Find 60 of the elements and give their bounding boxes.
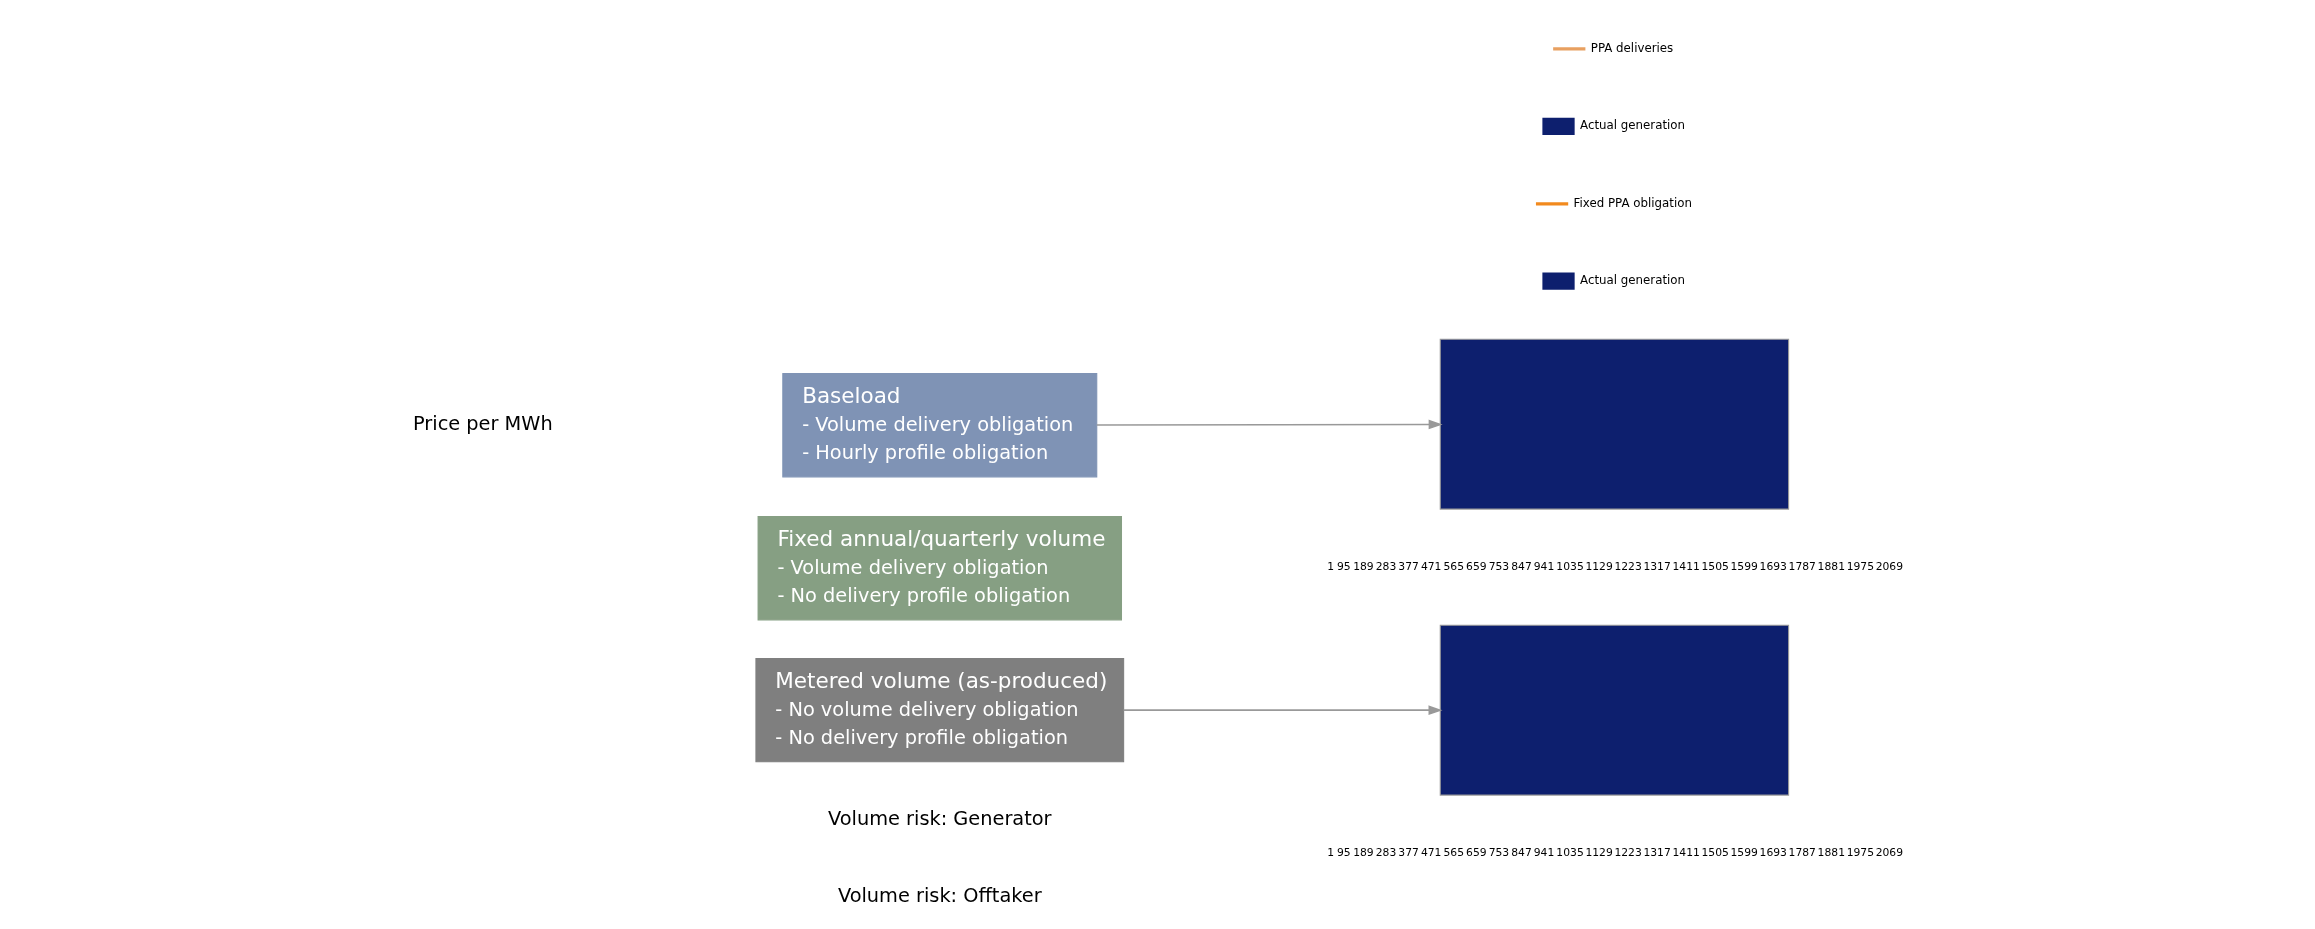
node-label: 2069 <box>1875 846 1904 860</box>
node-label: 1693 <box>1759 560 1787 574</box>
node-label: 283 <box>1375 846 1397 860</box>
node-label: 659 <box>1466 560 1487 574</box>
legend-label: Actual generation <box>1580 273 1686 288</box>
label: Price per MWh <box>413 411 553 435</box>
node-label: 1505 <box>1701 846 1729 860</box>
label: Volume risk: Offtaker <box>837 883 1042 907</box>
node-box: Fixed annual/quarterly volume - Volume delivery obligation - No delivery profile obligation <box>757 516 1122 621</box>
node-label: 1035 <box>1556 560 1584 574</box>
node-label: 95 <box>1337 560 1351 574</box>
node-box: Metered volume (as-produced) - No volume delivery obligation - No delivery profile obligation <box>755 658 1125 763</box>
node-box <box>1439 338 1790 510</box>
node-label: 1129 <box>1585 560 1613 574</box>
node-label: 1317 <box>1643 846 1671 860</box>
legend-label: Fixed PPA obligation <box>1573 195 1692 210</box>
node-label: 753 <box>1488 560 1510 574</box>
node-label: 1975 <box>1846 846 1875 860</box>
node-label: 941 <box>1533 846 1555 860</box>
legend-label: PPA deliveries <box>1590 40 1674 55</box>
node-label: 471 <box>1420 846 1442 860</box>
node-label: 95 <box>1337 846 1351 860</box>
arrow <box>1096 419 1443 430</box>
node-label: 659 <box>1466 846 1487 860</box>
node-label: 1223 <box>1614 846 1642 860</box>
node-label: 283 <box>1375 560 1397 574</box>
node-label: 1693 <box>1759 846 1787 860</box>
node-label: 941 <box>1533 560 1555 574</box>
label: Volume risk: Generator <box>827 806 1052 830</box>
node-label: 1223 <box>1614 560 1642 574</box>
node-label: 1787 <box>1788 846 1816 860</box>
node-label: 1129 <box>1585 846 1613 860</box>
node-label: 1881 <box>1817 560 1845 574</box>
node-label: 471 <box>1420 560 1442 574</box>
node-box: Baseload - Volume delivery obligation - Hourly profile obligation <box>782 373 1098 478</box>
node-label: 753 <box>1488 846 1510 860</box>
node-label: 565 <box>1443 560 1465 574</box>
node-label: 847 <box>1511 560 1532 574</box>
node-label: 1317 <box>1643 560 1671 574</box>
node-label: 1 <box>1327 846 1335 860</box>
node-label: 377 <box>1398 560 1419 574</box>
node-label: 1787 <box>1788 560 1816 574</box>
node-label: 565 <box>1443 846 1465 860</box>
node-label: 189 <box>1353 560 1374 574</box>
node-label: 1411 <box>1672 846 1700 860</box>
node-box <box>1439 624 1790 796</box>
node-label: 377 <box>1398 846 1419 860</box>
legend-label: Actual generation <box>1580 118 1686 133</box>
node-label: 1035 <box>1556 846 1584 860</box>
node-label: 1411 <box>1672 560 1700 574</box>
node-label: 847 <box>1511 846 1532 860</box>
node-label: 1975 <box>1846 560 1875 574</box>
node-label: 1599 <box>1730 846 1758 860</box>
node-label: 1881 <box>1817 846 1845 860</box>
node-label: 1505 <box>1701 560 1729 574</box>
node-label: 1 <box>1327 560 1335 574</box>
arrow <box>1122 705 1443 716</box>
node-label: 2069 <box>1875 560 1904 574</box>
node-label: 189 <box>1353 846 1374 860</box>
node-label: 1599 <box>1730 560 1758 574</box>
